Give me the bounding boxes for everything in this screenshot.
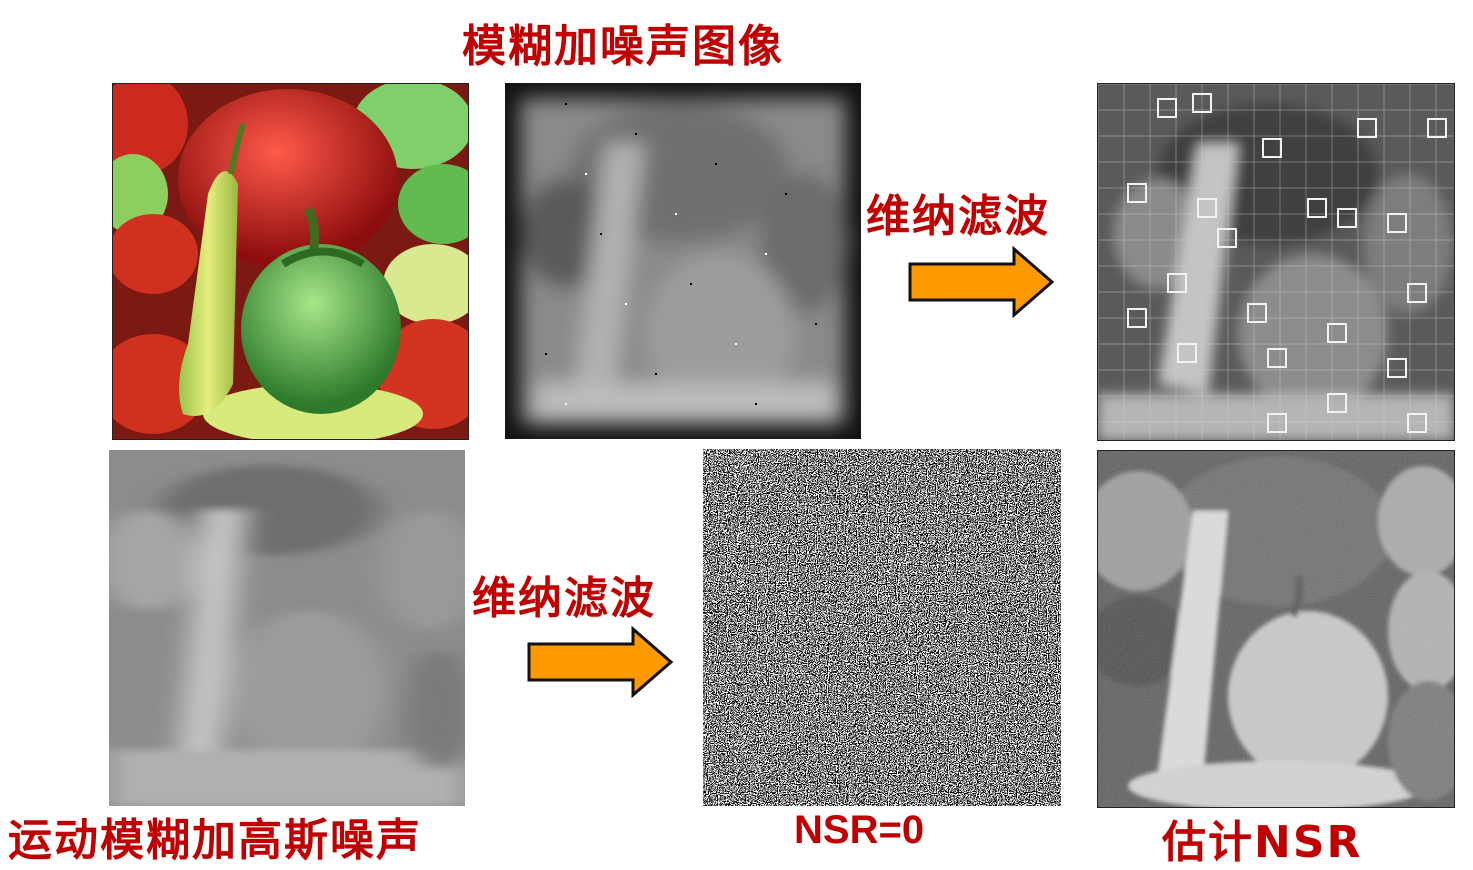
wiener-filter-label-bottom: 维纳滤波 xyxy=(472,573,656,624)
original-peppers-image xyxy=(112,83,469,440)
arrow-right-icon xyxy=(908,245,1056,319)
estimated-nsr-result-image xyxy=(1097,450,1455,808)
nsr-zero-label: NSR=0 xyxy=(794,808,925,852)
blurred-noisy-title: 模糊加噪声图像 xyxy=(462,21,784,72)
estimated-nsr-label: 估计NSR xyxy=(1162,817,1363,868)
wiener-result-top-image xyxy=(1097,83,1455,441)
nsr-zero-result-image xyxy=(703,449,1061,806)
arrow-right-icon xyxy=(527,625,675,699)
wiener-filter-label-top: 维纳滤波 xyxy=(866,191,1050,242)
motion-blur-gaussian-label: 运动模糊加高斯噪声 xyxy=(8,815,422,866)
motion-blur-gaussian-image xyxy=(109,450,465,806)
blurred-noisy-image xyxy=(505,83,861,439)
